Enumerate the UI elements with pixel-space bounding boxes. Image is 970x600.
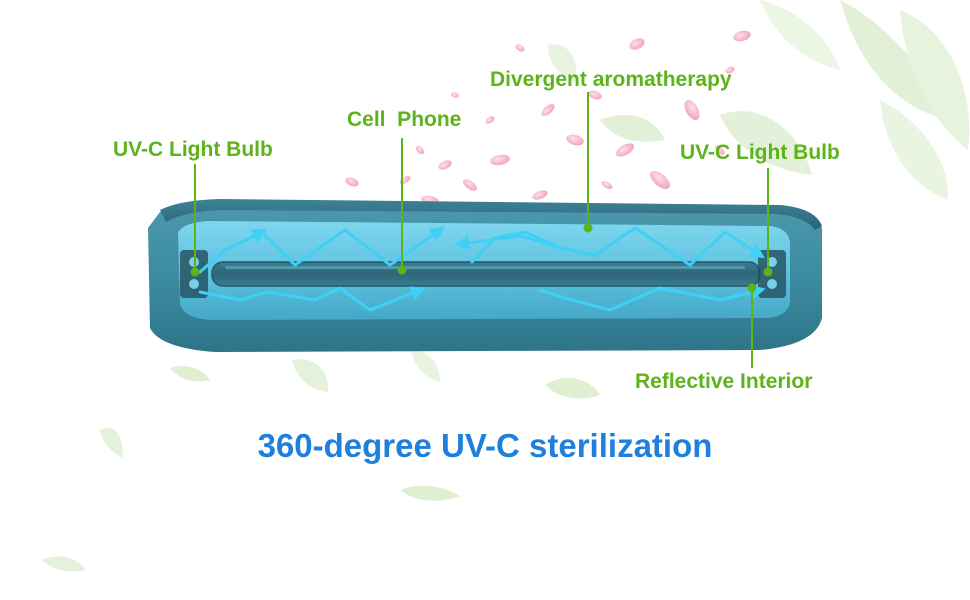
- uvc-light-bulb-left-label: UV-C Light Bulb: [113, 138, 273, 162]
- sterilizer-device: [148, 199, 822, 352]
- petal-icon: [628, 36, 647, 52]
- petal-icon: [681, 97, 702, 122]
- petal-icon: [450, 92, 459, 99]
- petal-icon: [565, 133, 585, 147]
- leaf-icon: [600, 115, 665, 142]
- petal-icon: [600, 179, 613, 190]
- petal-icon: [614, 141, 636, 160]
- petal-icon: [732, 29, 752, 43]
- leaf-icon: [545, 378, 600, 398]
- petal-icon: [437, 158, 453, 171]
- leaf-icon: [412, 351, 440, 382]
- cell-phone-label: Cell Phone: [347, 108, 461, 132]
- petal-icon: [647, 168, 673, 193]
- uvc-light-bulb-right-label: UV-C Light Bulb: [680, 141, 840, 165]
- petal-icon: [484, 115, 496, 126]
- leaf-icon: [292, 359, 328, 392]
- leaf-icon: [42, 556, 86, 571]
- cell-phone-highlight: [225, 266, 745, 269]
- petal-icon: [461, 177, 479, 193]
- petal-icon: [531, 189, 549, 202]
- divergent-aromatherapy-label: Divergent aromatherapy: [490, 68, 732, 92]
- caption-heading: 360-degree UV-C sterilization: [0, 426, 970, 466]
- leaf-icon: [400, 486, 460, 501]
- petal-icon: [398, 174, 411, 185]
- petal-icon: [539, 102, 556, 118]
- leaf-icon: [760, 0, 840, 70]
- petal-icon: [514, 43, 526, 53]
- petal-icon: [414, 144, 425, 155]
- leaf-icon: [170, 366, 210, 381]
- petal-icon: [344, 176, 360, 188]
- petal-icon: [489, 153, 510, 166]
- reflective-interior-label: Reflective Interior: [635, 370, 812, 394]
